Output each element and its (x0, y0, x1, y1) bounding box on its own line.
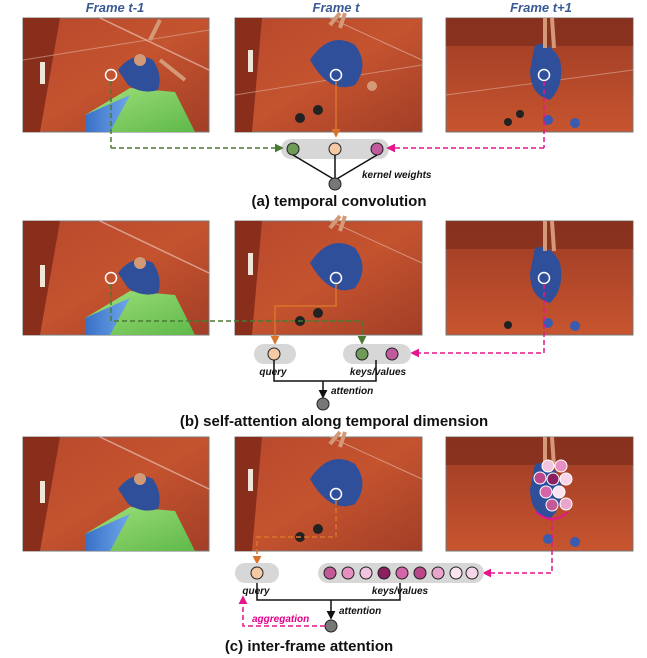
key-node-c-5 (396, 567, 408, 579)
key-node-pink-b (386, 348, 398, 360)
output-node-b (317, 398, 329, 410)
kernel-weight-orange (329, 143, 341, 155)
frame-title-current: Frame t (313, 0, 361, 15)
query-node-b (268, 348, 280, 360)
kernel-weight-green (287, 143, 299, 155)
attention-label-b: attention (331, 386, 373, 397)
keys-group-b: keys/values (343, 344, 411, 378)
key-node-c-8 (450, 567, 462, 579)
caption-a: (a) temporal convolution (251, 193, 426, 210)
output-node-c (325, 620, 337, 632)
kernel-weight-pink (371, 143, 383, 155)
frame-title-next: Frame t+1 (510, 0, 572, 15)
key-node-c-7 (432, 567, 444, 579)
keys-pill-b (343, 344, 411, 364)
row-a-frames (23, 13, 633, 132)
frame-c-next (446, 437, 633, 551)
query-label-c: query (242, 586, 270, 597)
frame-c-current (235, 432, 422, 551)
key-node-c-2 (342, 567, 354, 579)
frame-c-prev (23, 437, 209, 551)
keys-group-c: keys/values (318, 563, 484, 597)
kernel-weights-label: kernel weights (362, 170, 432, 181)
key-node-c-1 (324, 567, 336, 579)
query-label-b: query (259, 367, 287, 378)
frame-b-next (446, 221, 633, 335)
query-node-c (251, 567, 263, 579)
attention-label-c: attention (339, 606, 381, 617)
frame-b-current (235, 216, 422, 335)
frame-a-current (235, 13, 422, 132)
key-node-c-3 (360, 567, 372, 579)
frame-title-prev: Frame t-1 (86, 0, 145, 15)
output-node-a (329, 178, 341, 190)
caption-b: (b) self-attention along temporal dimens… (180, 413, 488, 430)
aggregation-label: aggregation (252, 614, 309, 625)
key-node-c-4 (378, 567, 390, 579)
caption-c: (c) inter-frame attention (225, 638, 393, 655)
key-node-c-9 (466, 567, 478, 579)
keys-label-b: keys/values (350, 367, 407, 378)
query-group-b: query (254, 344, 296, 378)
key-node-green-b (356, 348, 368, 360)
row-b-frames (23, 216, 633, 335)
key-node-c-6 (414, 567, 426, 579)
frame-a-next (446, 18, 633, 132)
kernel-weights-group: kernel weights (111, 139, 544, 190)
